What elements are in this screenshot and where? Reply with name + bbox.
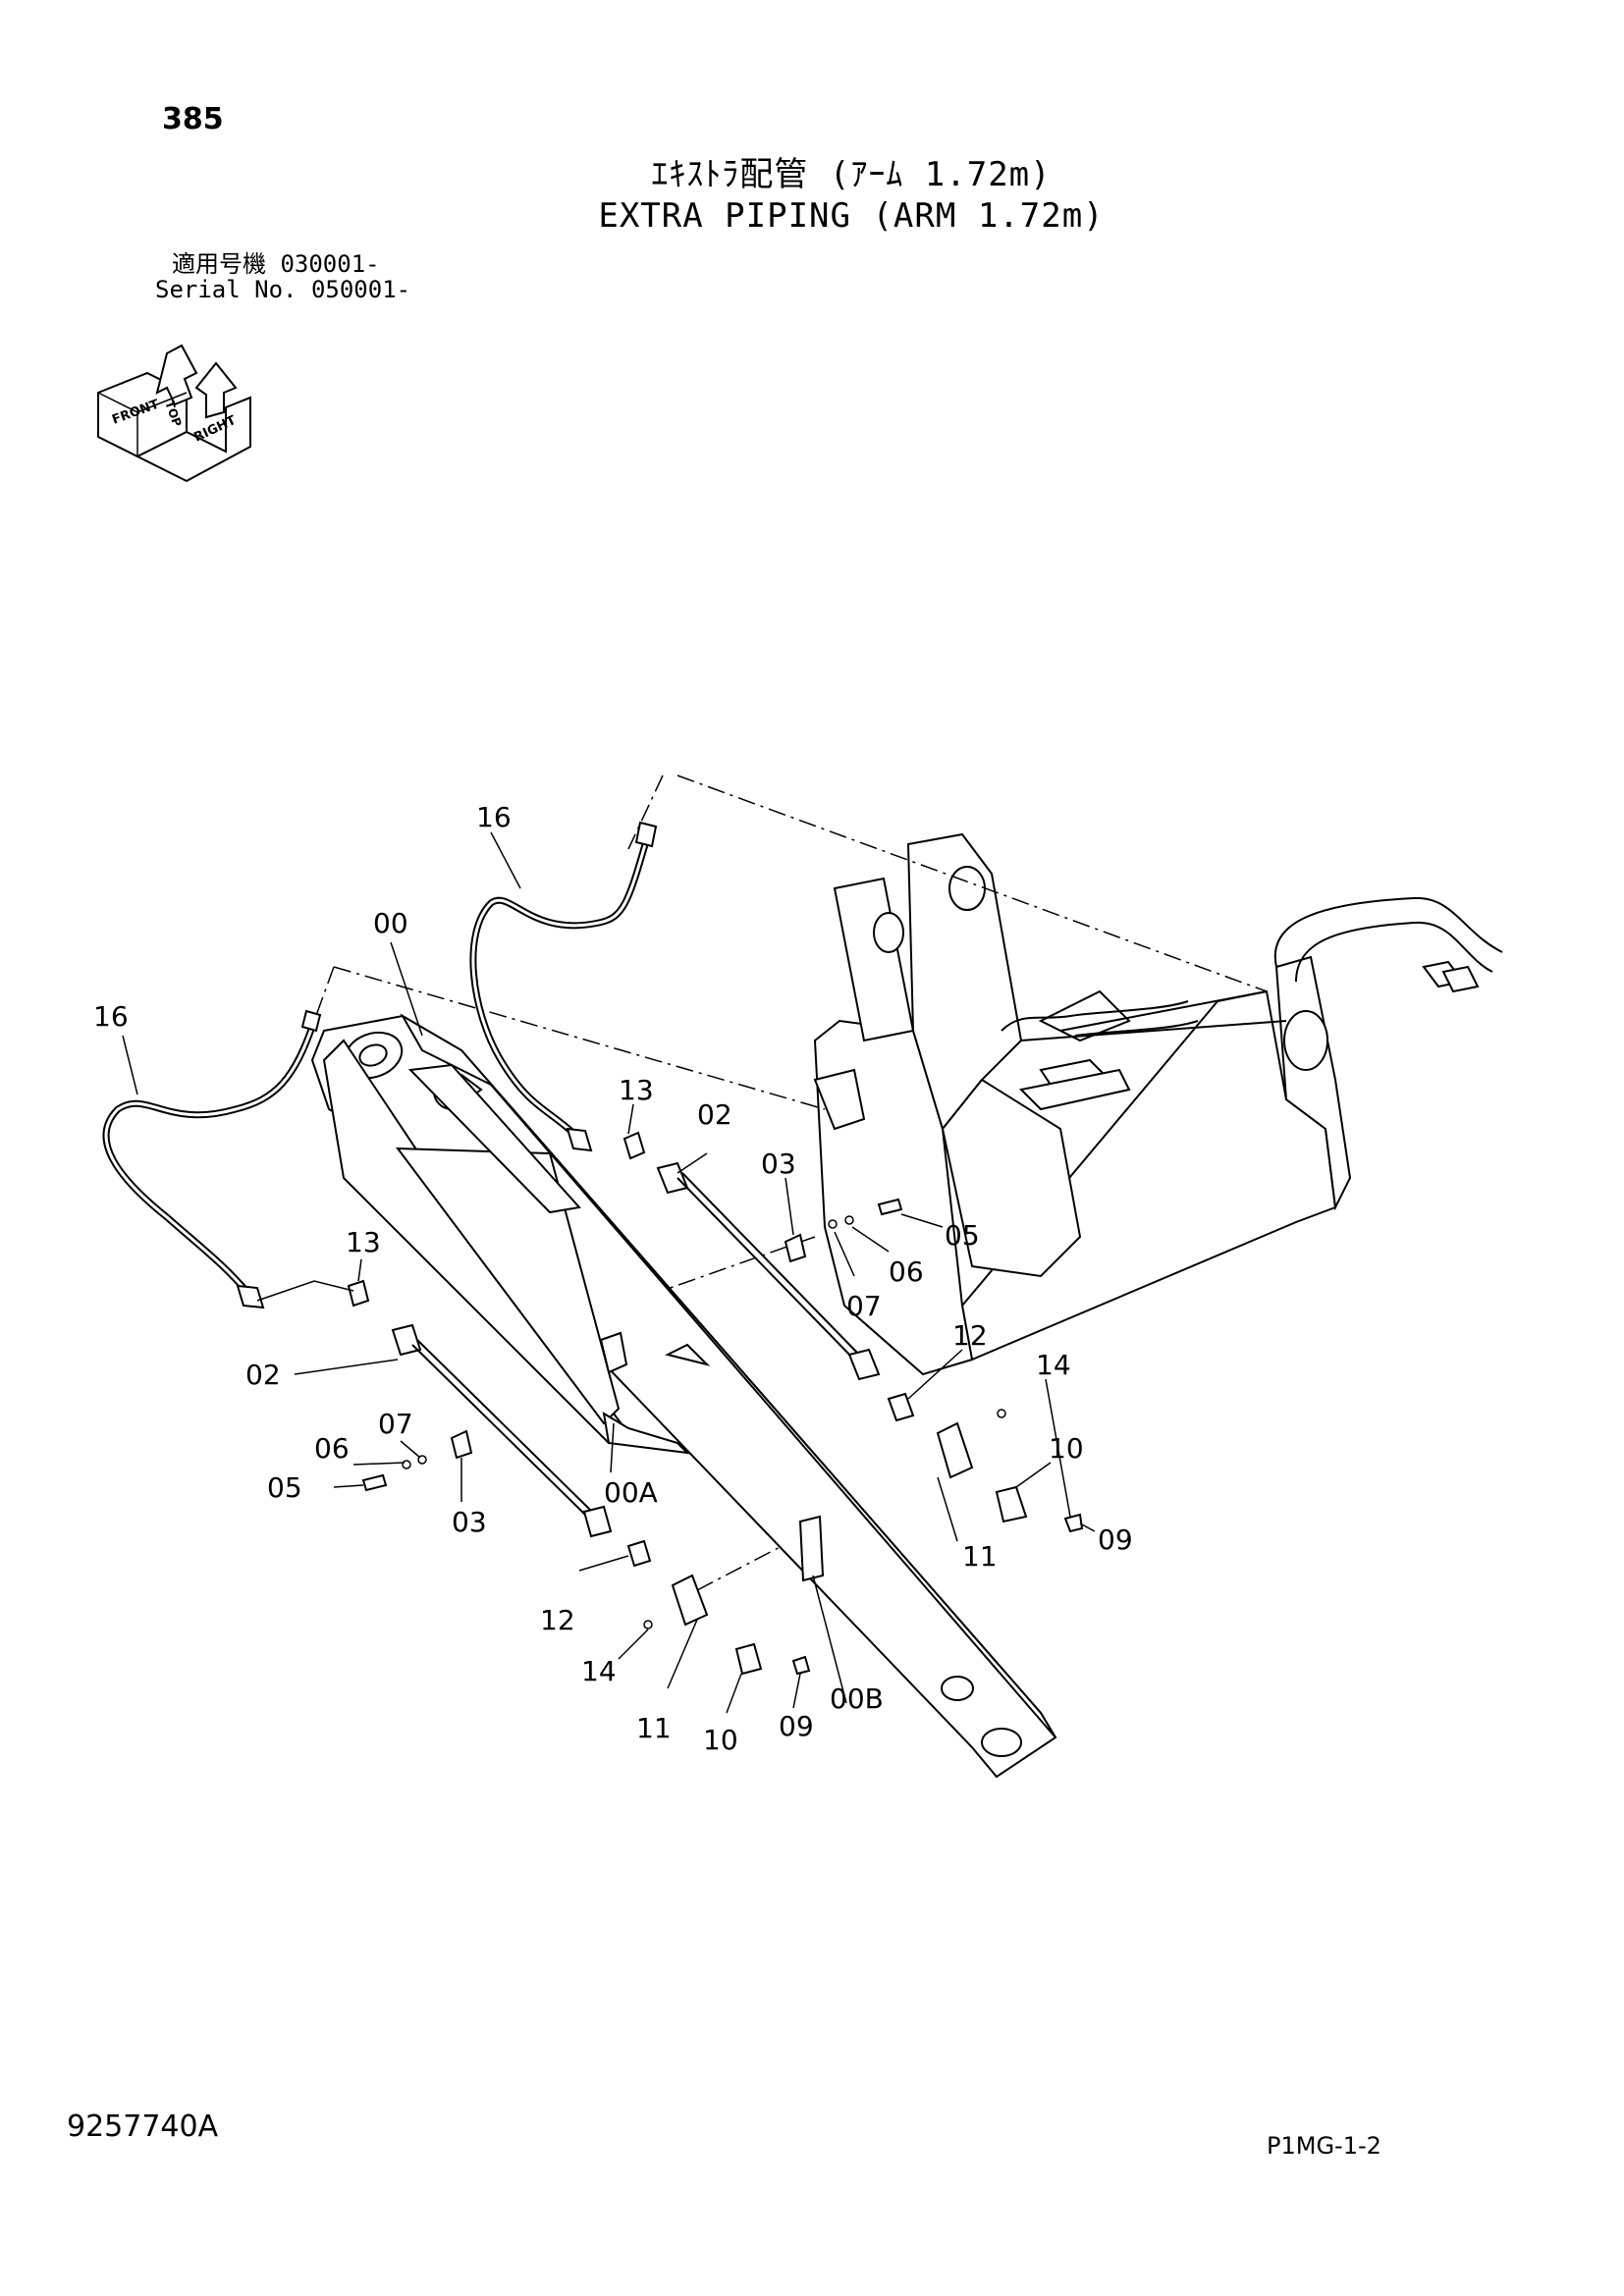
callout-12-upper: 12: [952, 1319, 988, 1352]
callout-06-upper: 06: [889, 1255, 924, 1288]
callout-11-lower: 11: [636, 1712, 672, 1744]
serial-english: Serial No. 050001-: [155, 276, 411, 303]
page-number: 385: [162, 102, 224, 136]
callout-09-lower: 09: [779, 1710, 814, 1742]
orientation-icon: FRONT TOP RIGHT: [97, 344, 251, 483]
callout-16-upper: 16: [476, 801, 512, 833]
callout-02-upper: 02: [697, 1098, 732, 1131]
pipe-assembly-lower: [347, 1279, 811, 1676]
callout-14-lower: 14: [581, 1655, 617, 1687]
callout-14-upper: 14: [1036, 1349, 1071, 1381]
callout-16-lower: 16: [93, 1000, 129, 1033]
drawing-number: 9257740A: [67, 2109, 219, 2144]
callout-06-lower: 06: [314, 1432, 350, 1465]
callout-05-lower: 05: [267, 1471, 302, 1504]
callout-03-upper: 03: [761, 1148, 796, 1180]
serial-japanese: 適用号機 030001-: [172, 250, 380, 278]
leader-lines: [122, 831, 1096, 1714]
callouts: 16 16 00 13 02 03 05 06 07 13 02 07 06 0…: [93, 801, 1133, 1756]
page-reference: P1MG-1-2: [1267, 2132, 1381, 2160]
hose-lower: [102, 1009, 322, 1309]
hose-upper: [469, 821, 658, 1152]
callout-07-upper: 07: [846, 1290, 882, 1322]
boom-assembly: [813, 832, 1503, 1376]
pipe-assembly-upper: [623, 1131, 1084, 1533]
callout-02-lower: 02: [245, 1359, 281, 1391]
callout-12-lower: 12: [540, 1604, 575, 1636]
callout-11-upper: 11: [962, 1540, 998, 1573]
callout-00b: 00B: [830, 1682, 884, 1715]
callout-00a: 00A: [604, 1476, 658, 1509]
callout-07-lower: 07: [378, 1408, 413, 1440]
title-english: EXTRA PIPING (ARM 1.72m): [598, 196, 1105, 236]
callout-10-lower: 10: [703, 1724, 738, 1756]
callout-03-lower: 03: [452, 1506, 487, 1538]
callout-13-upper: 13: [619, 1074, 654, 1106]
arm-body: [310, 1013, 1057, 1779]
callout-13-lower: 13: [346, 1226, 381, 1258]
title-japanese: ｴｷｽﾄﾗ配管 (ｱｰﾑ 1.72m): [651, 155, 1052, 194]
callout-05-upper: 05: [945, 1219, 980, 1252]
callout-10-upper: 10: [1049, 1432, 1084, 1465]
callout-00: 00: [373, 907, 408, 939]
callout-09-upper: 09: [1098, 1523, 1133, 1556]
